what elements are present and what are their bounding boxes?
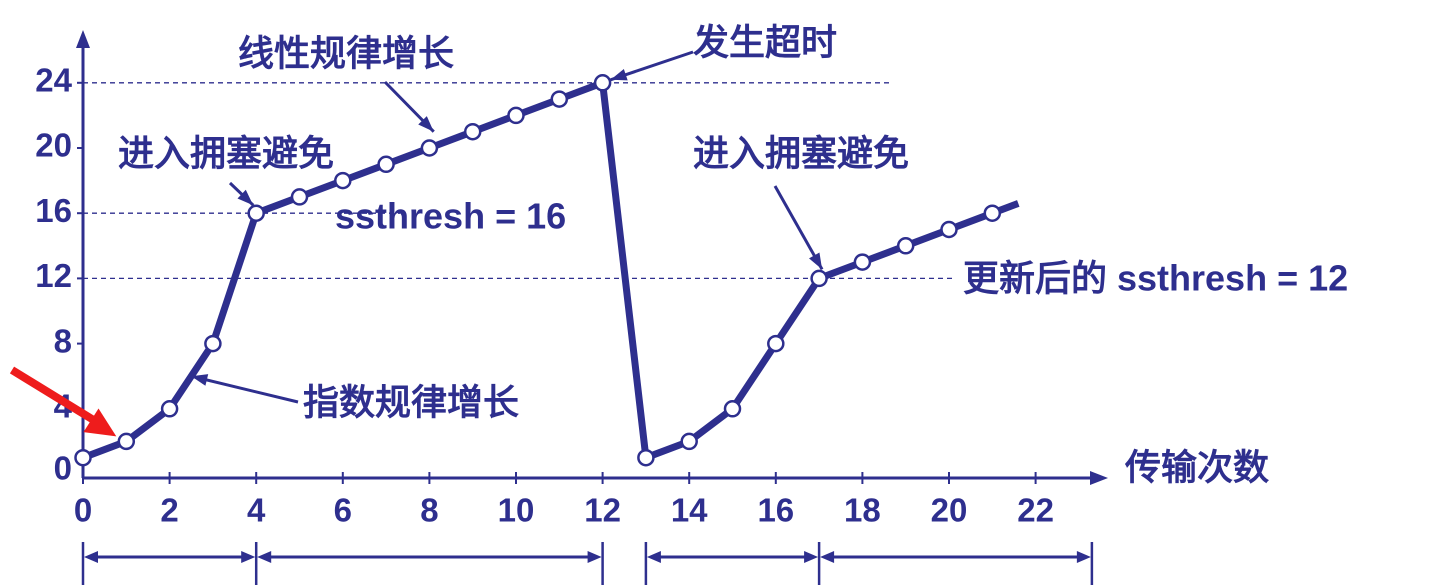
ssthresh-12-label: 更新后的 ssthresh = 12 (963, 258, 1348, 299)
annotation-exponential-growth-arrow (190, 374, 299, 404)
phase-bracket-left-head (820, 551, 835, 563)
x-tick-label: 12 (584, 492, 621, 529)
phase-bracket-left-head (646, 551, 661, 563)
data-point (334, 171, 352, 190)
data-point (204, 334, 222, 353)
data-point (247, 204, 265, 222)
x-tick-label: 18 (844, 492, 881, 529)
annotation-congestion-avoidance-1-arrow-head (237, 189, 254, 206)
x-tick-label: 20 (931, 492, 968, 529)
annotation-congestion-avoidance-2-arrow-head (809, 252, 823, 270)
annotation-timeout-arrow-head (610, 69, 628, 81)
data-point (723, 400, 742, 418)
annotation-linear-growth: 线性规律增长 (238, 33, 454, 74)
data-point (896, 237, 915, 255)
phase-bracket-left-head (84, 551, 98, 563)
data-point (160, 400, 179, 418)
series-line (81, 79, 994, 462)
x-tick-label: 8 (420, 492, 438, 529)
annotation-congestion-avoidance-2: 进入拥塞避免 (693, 133, 909, 174)
y-tick-label: 20 (35, 127, 72, 164)
data-point (853, 253, 872, 271)
annotation-congestion-avoidance-1: 进入拥塞避免 (118, 133, 334, 174)
annotation-linear-growth-arrow-head (418, 116, 434, 132)
y-tick-label: 16 (35, 192, 72, 229)
x-axis-title: 传输次数 (1124, 447, 1269, 488)
data-point (983, 204, 1002, 222)
x-axis-arrowhead (1090, 471, 1108, 485)
data-point (680, 432, 698, 451)
y-axis-arrowhead (76, 30, 90, 48)
data-point (74, 448, 92, 467)
phase-bracket-right-head (241, 551, 256, 563)
data-point (463, 122, 482, 141)
data-point (290, 188, 309, 206)
annotation-linear-growth-arrow (383, 80, 435, 133)
x-tick-label: 2 (160, 492, 178, 529)
data-point (117, 432, 136, 451)
annotation-congestion-avoidance-2-arrow (773, 185, 824, 271)
red-arrow-shaft (9, 366, 105, 429)
data-point (377, 155, 395, 174)
ssthresh-16-label: ssthresh = 16 (335, 196, 566, 237)
annotation-exponential-growth: 指数规律增长 (303, 382, 519, 423)
annotation-timeout-arrow (610, 50, 694, 82)
data-point (637, 448, 655, 467)
phase-bracket-right-head (1076, 551, 1091, 563)
annotation-congestion-avoidance-1-arrow (228, 181, 255, 207)
y-tick-label: 24 (35, 62, 72, 99)
data-point (550, 90, 569, 108)
data-point (420, 139, 439, 157)
red-arrow-head (83, 408, 117, 437)
x-tick-label: 4 (247, 492, 266, 529)
data-point (593, 74, 612, 92)
data-point (767, 334, 785, 353)
x-tick-label: 6 (334, 492, 352, 529)
data-point (507, 106, 525, 125)
phase-bracket-right-head (587, 551, 602, 563)
annotation-timeout: 发生超时 (693, 22, 837, 63)
y-tick-label: 0 (54, 450, 72, 487)
phase-bracket-right-head (804, 551, 819, 563)
data-point (940, 220, 958, 239)
x-tick-label: 22 (1017, 492, 1054, 529)
data-point (810, 269, 828, 288)
y-tick-label: 12 (35, 257, 72, 294)
x-tick-label: 14 (671, 492, 708, 529)
x-tick-label: 0 (74, 492, 92, 529)
x-tick-label: 10 (498, 492, 535, 529)
annotation-exponential-growth-arrow-line (190, 374, 299, 404)
y-tick-label: 8 (54, 322, 72, 359)
phase-bracket-left-head (257, 551, 272, 563)
annotation-exponential-growth-arrow-head (191, 374, 209, 386)
x-tick-label: 16 (757, 492, 794, 529)
